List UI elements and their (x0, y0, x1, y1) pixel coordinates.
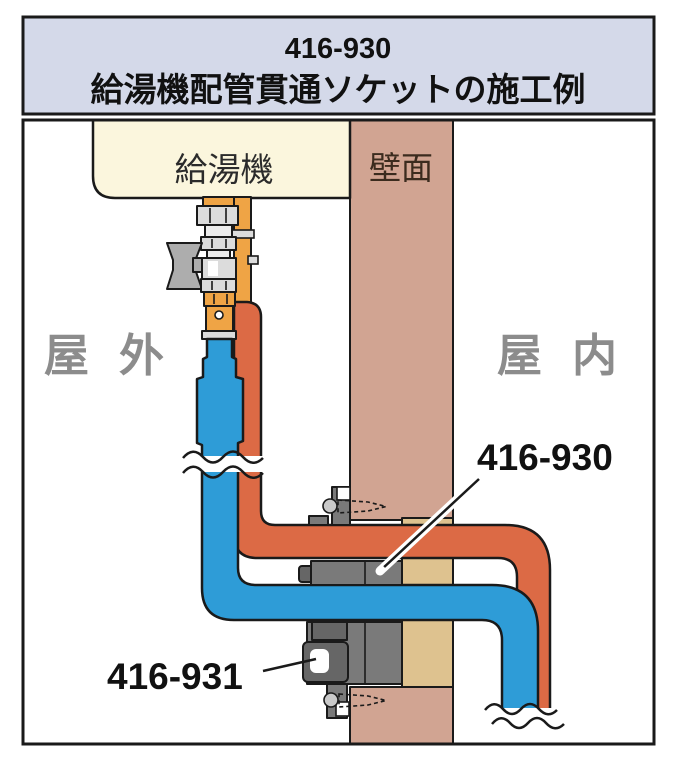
break-gap (183, 456, 264, 472)
fitting-cylinder (204, 224, 233, 238)
hot-pipe-tab (247, 255, 259, 265)
cold-water-pipe (195, 337, 540, 732)
pipe-break-indoor (484, 702, 569, 736)
adapter-port (214, 310, 224, 320)
flange-notch (336, 486, 351, 501)
part-number-416-931: 416-931 (107, 656, 243, 697)
screw-shaft (338, 693, 387, 708)
valve-body (201, 257, 237, 280)
water-heater: 給湯機 (91, 121, 352, 200)
label-indoor: 屋内 (497, 330, 647, 381)
leg-notch (335, 701, 350, 717)
label-outdoor: 屋外 (44, 330, 194, 381)
socket-highlight (310, 649, 329, 673)
pipe-break-outdoor (182, 450, 264, 479)
socket-lip (308, 515, 329, 526)
socket-notch (311, 621, 348, 641)
break-wave-line (491, 716, 565, 730)
screw-head (323, 692, 339, 708)
screw-shaft (337, 499, 387, 514)
screw-head (322, 498, 338, 514)
leader-tip-dot (376, 565, 386, 575)
water-heater-body (91, 121, 352, 200)
union-nut (196, 205, 239, 226)
cold-pipe-run (195, 337, 540, 732)
socket-416-930-upper (308, 486, 351, 526)
break-wave-line (484, 702, 558, 716)
title-text: 給湯機配管貫通ソケットの施工例 (91, 71, 586, 108)
wall-lower (349, 686, 454, 743)
mounting-screw-upper (322, 498, 387, 514)
title-box: 416-930 給湯機配管貫通ソケットの施工例 (21, 15, 656, 116)
leader-line (262, 657, 317, 673)
brass-hex-nut (203, 291, 236, 307)
title-box-background (21, 15, 656, 116)
break-wave-line (182, 450, 264, 464)
callout-416-931: 416-931 (107, 656, 317, 697)
valve-body-highlight (208, 261, 218, 276)
socket-416-931 (302, 621, 403, 719)
break-wave-line (182, 465, 264, 479)
hex-nut (200, 236, 237, 251)
callout-416-930: 416-930 (375, 437, 613, 576)
diagram-content: 壁面 給湯機 屋外 屋内 (44, 121, 647, 743)
label-wall: 壁面 (369, 150, 433, 186)
leader-line (381, 478, 480, 570)
shutoff-valve-assembly (166, 196, 239, 340)
part-number-416-930: 416-930 (477, 437, 613, 478)
mounting-screw-lower (323, 692, 387, 708)
hex-nut (200, 278, 237, 293)
title-part-number: 416-930 (285, 33, 391, 65)
label-water-heater: 給湯機 (175, 151, 274, 188)
